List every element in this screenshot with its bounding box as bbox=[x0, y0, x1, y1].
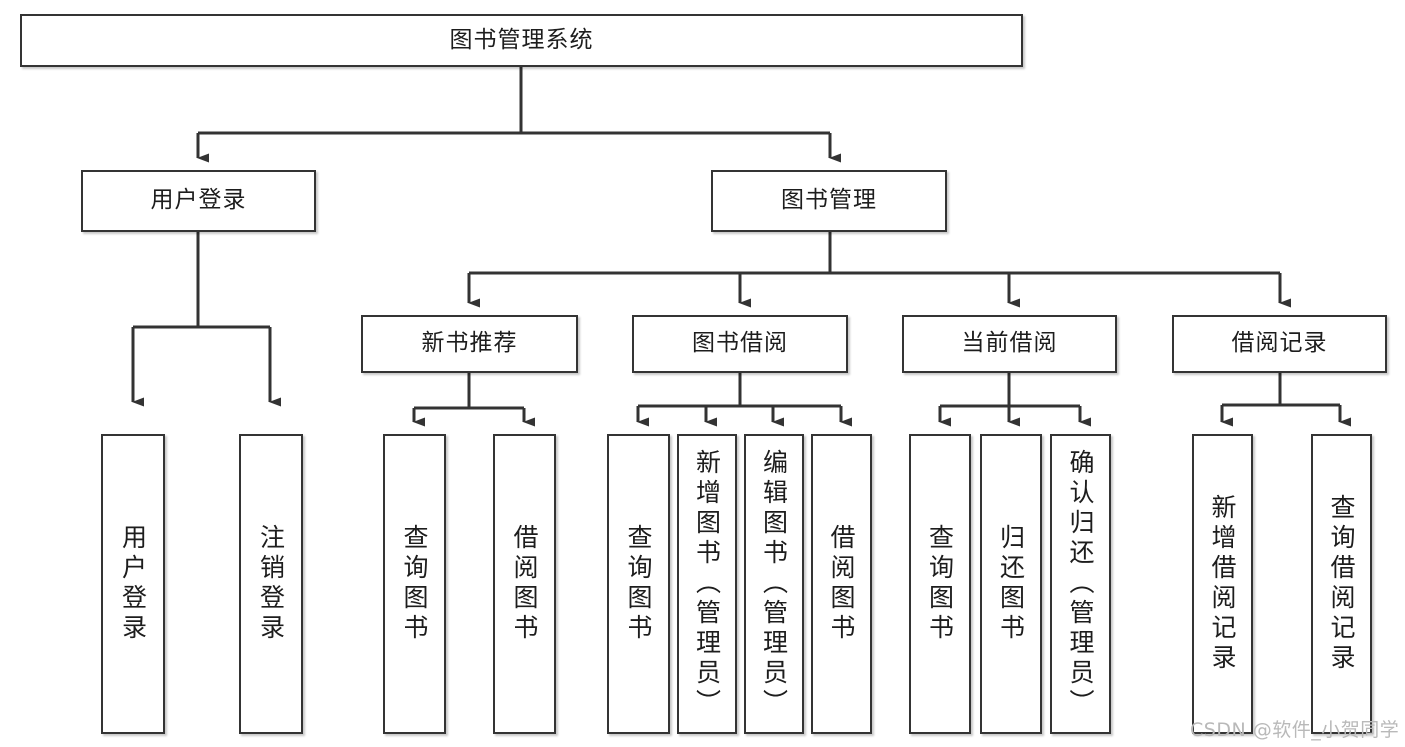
leaf-query-borrowing-record[interactable]: 查询借阅记录 bbox=[1311, 434, 1372, 734]
leaf-logout[interactable]: 注销登录 bbox=[239, 434, 303, 734]
node-label: 查询图书 bbox=[925, 524, 955, 644]
node-label: 借阅图书 bbox=[827, 524, 856, 644]
leaf-return-book[interactable]: 归还图书 bbox=[980, 434, 1042, 734]
leaf-query-book-recommendation[interactable]: 查询图书 bbox=[383, 434, 446, 734]
node-new-book-recommendation[interactable]: 新书推荐 bbox=[361, 315, 578, 373]
node-user-login[interactable]: 用户登录 bbox=[81, 170, 316, 232]
node-book-management[interactable]: 图书管理 bbox=[711, 170, 947, 232]
node-borrowing-records[interactable]: 借阅记录 bbox=[1172, 315, 1387, 373]
node-label: 新增借阅记录 bbox=[1208, 494, 1237, 674]
leaf-query-book-current[interactable]: 查询图书 bbox=[909, 434, 971, 734]
node-label: 图书管理系统 bbox=[449, 26, 594, 53]
node-label: 借阅图书 bbox=[510, 524, 539, 644]
node-label: 用户登录 bbox=[118, 524, 148, 644]
leaf-user-login[interactable]: 用户登录 bbox=[101, 434, 165, 734]
node-label: 确认归还（管理员） bbox=[1066, 449, 1095, 719]
node-root-book-management-system[interactable]: 图书管理系统 bbox=[20, 14, 1023, 67]
csdn-watermark: CSDN @软件_小贺同学 bbox=[1190, 719, 1400, 741]
leaf-borrow-book-recommendation[interactable]: 借阅图书 bbox=[493, 434, 556, 734]
node-label: 当前借阅 bbox=[961, 330, 1058, 357]
node-label: 新书推荐 bbox=[421, 330, 518, 357]
leaf-query-book-borrowing[interactable]: 查询图书 bbox=[607, 434, 670, 734]
node-label: 图书借阅 bbox=[692, 330, 788, 357]
node-label: 注销登录 bbox=[256, 524, 286, 644]
leaf-add-book-admin[interactable]: 新增图书（管理员） bbox=[677, 434, 737, 734]
leaf-edit-book-admin[interactable]: 编辑图书（管理员） bbox=[744, 434, 804, 734]
node-label: 查询图书 bbox=[624, 524, 653, 644]
node-label: 借阅记录 bbox=[1231, 330, 1328, 357]
node-label: 编辑图书（管理员） bbox=[759, 449, 789, 719]
node-label: 用户登录 bbox=[150, 187, 247, 214]
node-label: 查询借阅记录 bbox=[1327, 494, 1356, 674]
node-label: 查询图书 bbox=[400, 524, 429, 644]
leaf-borrow-book[interactable]: 借阅图书 bbox=[811, 434, 872, 734]
leaf-add-borrowing-record[interactable]: 新增借阅记录 bbox=[1192, 434, 1253, 734]
leaf-confirm-return-admin[interactable]: 确认归还（管理员） bbox=[1050, 434, 1111, 734]
node-label: 图书管理 bbox=[781, 187, 877, 214]
node-label: 新增图书（管理员） bbox=[692, 449, 722, 719]
node-book-borrowing[interactable]: 图书借阅 bbox=[632, 315, 848, 373]
node-current-borrowing[interactable]: 当前借阅 bbox=[902, 315, 1117, 373]
node-label: 归还图书 bbox=[996, 524, 1026, 644]
